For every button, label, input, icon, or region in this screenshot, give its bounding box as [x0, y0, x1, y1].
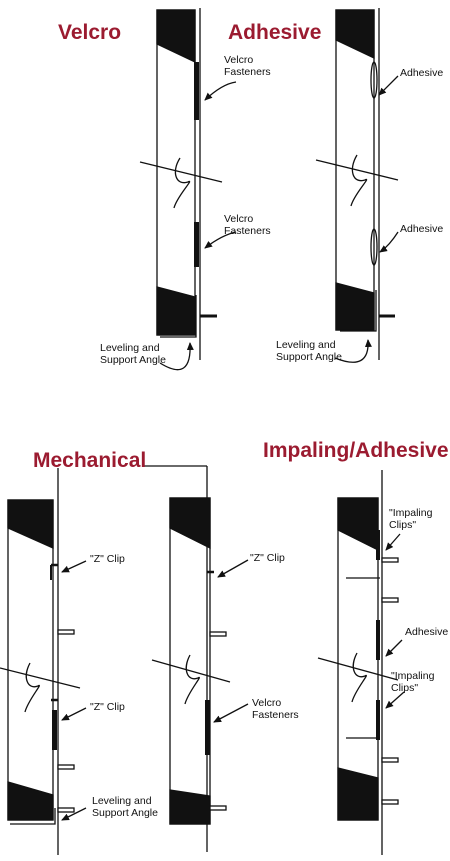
- heading-impaling-adhesive: Impaling/Adhesive: [263, 439, 449, 462]
- callout-velcro-fasteners: Velcro Fasteners: [252, 697, 299, 721]
- support-angle: [160, 295, 197, 338]
- break-symbol: [173, 157, 191, 209]
- fastener-strip: [52, 710, 57, 750]
- callout-arrow: [385, 639, 403, 657]
- callout-support-angle: Leveling and Support Angle: [100, 342, 166, 366]
- wall-anchor: [57, 807, 75, 813]
- panel-top-edge: [335, 9, 375, 60]
- callout-arrow: [385, 533, 401, 551]
- callout-adhesive: Adhesive: [405, 626, 449, 638]
- callout-support-angle: Leveling and Support Angle: [276, 339, 342, 363]
- velcro-detail: [139, 8, 237, 371]
- callout-arrow: [204, 81, 237, 101]
- panel-top-edge: [337, 497, 379, 552]
- break-line: [317, 657, 399, 681]
- callout-arrow: [217, 559, 249, 578]
- callout-velcro-fasteners: Velcro Fasteners: [224, 54, 271, 78]
- wall-anchor: [209, 631, 227, 637]
- wall-anchor: [57, 629, 75, 635]
- adhesive-detail: [315, 8, 399, 363]
- panel-top-edge: [7, 499, 54, 550]
- callout-arrow: [61, 560, 87, 573]
- callout-arrow: [61, 707, 87, 721]
- adhesive-strip: [376, 620, 380, 660]
- panel-bottom-edge: [156, 286, 196, 336]
- panel-bottom-edge: [335, 282, 375, 331]
- callout-arrow: [204, 231, 237, 249]
- callout-arrow: [379, 231, 399, 253]
- callout-support-angle: Leveling and Support Angle: [92, 795, 158, 819]
- wall-anchor: [209, 805, 227, 811]
- panel-bottom-edge: [337, 767, 379, 821]
- panel-top-edge: [156, 9, 196, 64]
- heading-adhesive: Adhesive: [228, 21, 322, 44]
- support-angle: [10, 808, 56, 825]
- callout-impaling-clips: "Impaling Clips": [389, 507, 433, 531]
- break-line: [151, 659, 231, 683]
- panel-outline: [7, 499, 54, 821]
- callout-z-clip: "Z" Clip: [90, 553, 125, 565]
- callout-z-clip: "Z" Clip: [90, 701, 125, 713]
- callout-arrow: [385, 691, 405, 709]
- impaling-adhesive-detail: [317, 470, 405, 855]
- callout-arrow: [334, 339, 372, 363]
- panel-outline: [169, 497, 211, 825]
- callout-adhesive: Adhesive: [400, 223, 444, 235]
- adhesive-bead: [370, 228, 378, 266]
- heading-velcro: Velcro: [58, 21, 122, 44]
- wall-anchor: [381, 799, 399, 805]
- break-line: [0, 667, 81, 689]
- adhesive-strip: [376, 700, 380, 740]
- heading-mechanical: Mechanical: [33, 449, 147, 472]
- velcro-fastener-strip: [194, 222, 199, 267]
- velcro-fastener-strip: [205, 700, 210, 755]
- velcro-fastener-strip: [194, 62, 199, 120]
- callout-z-clip: "Z" Clip: [250, 552, 285, 564]
- wall-anchor: [57, 764, 75, 770]
- callout-arrow: [159, 342, 194, 371]
- adhesive-strip: [376, 530, 380, 560]
- break-line: [315, 159, 399, 181]
- adhesive-bead: [370, 61, 378, 99]
- panel-bottom-edge: [169, 789, 211, 825]
- callout-impaling-clips: "Impaling Clips": [391, 670, 435, 694]
- callout-arrow: [378, 75, 399, 96]
- velcro-mechanical-detail: [151, 497, 249, 825]
- callout-adhesive: Adhesive: [400, 67, 444, 79]
- break-line: [139, 161, 223, 183]
- support-angle: [340, 290, 377, 332]
- panel-top-edge: [169, 497, 211, 550]
- callout-velcro-fasteners: Velcro Fasteners: [224, 213, 271, 237]
- wall-anchor: [381, 597, 399, 603]
- wall-anchor: [381, 557, 399, 563]
- break-symbol: [184, 654, 200, 705]
- break-symbol: [24, 662, 40, 713]
- panel-bottom-edge: [7, 781, 54, 821]
- callout-arrow: [213, 703, 249, 723]
- break-symbol: [351, 652, 367, 703]
- wall-anchor: [381, 757, 399, 763]
- callout-arrow: [61, 807, 87, 821]
- break-symbol: [350, 154, 368, 207]
